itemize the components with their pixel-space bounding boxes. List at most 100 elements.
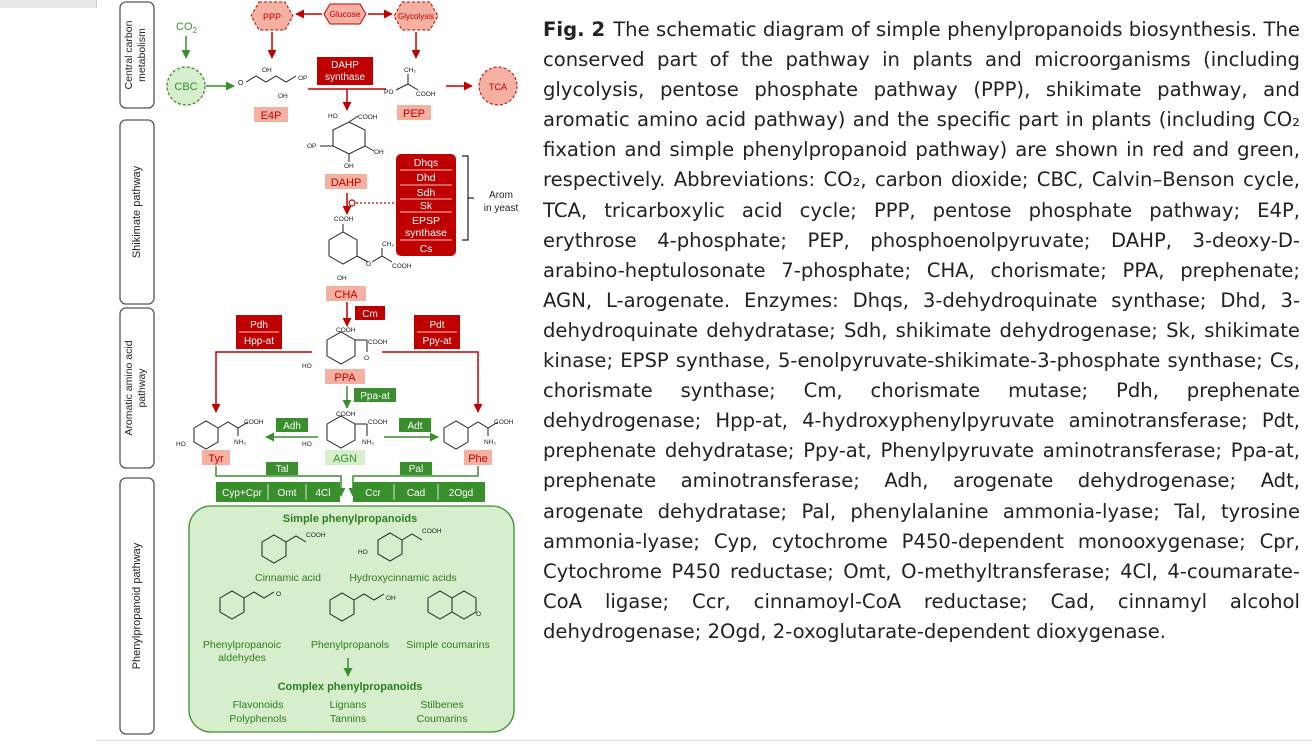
svg-text:Aromatic amino acid: Aromatic amino acid — [123, 340, 135, 435]
enzyme-pdh: Pdh — [250, 320, 268, 331]
complex-lignans: Lignans — [330, 699, 367, 711]
complex-phenylpropanoids-title: Complex phenylpropanoids — [278, 681, 423, 693]
ppa-structure — [326, 331, 368, 365]
svg-text:in yeast: in yeast — [484, 203, 519, 214]
enzyme-4cl: 4Cl — [315, 488, 330, 499]
svg-text:COOH: COOH — [336, 411, 356, 418]
phenylpropanols-label: Phenylpropanols — [311, 639, 389, 651]
svg-text:COOH: COOH — [422, 528, 442, 535]
svg-text:HO: HO — [302, 441, 312, 448]
ppa-label: PPA — [334, 372, 356, 384]
tyr-label: Tyr — [208, 453, 224, 465]
enzyme-pal: Pal — [409, 464, 423, 475]
svg-text:COOH: COOH — [358, 114, 378, 121]
svg-text:O: O — [476, 611, 481, 618]
svg-text:COOH: COOH — [392, 263, 412, 270]
arom-stack: Dhqs Dhd Sdh Sk EPSP synthase Cs — [396, 154, 456, 256]
section-phenylpropanoid: Phenylpropanoid pathway — [119, 477, 155, 735]
svg-text:metabolism: metabolism — [136, 28, 148, 82]
svg-text:OH: OH — [337, 275, 347, 282]
svg-text:NH₂: NH₂ — [234, 439, 246, 446]
glycolysis-node — [393, 1, 439, 31]
complex-tannins: Tannins — [330, 713, 366, 725]
svg-text:COOH: COOH — [336, 327, 356, 334]
svg-text:COOH: COOH — [244, 419, 264, 426]
complex-polyphenols: Polyphenols — [229, 713, 286, 725]
aldehydes-label-1: Phenylpropanoic — [203, 639, 281, 651]
enzyme-adh: Adh — [283, 421, 301, 432]
enzyme-ppa-at: Ppa-at — [360, 391, 390, 402]
svg-text:OP: OP — [307, 143, 316, 150]
svg-text:HO: HO — [328, 113, 338, 120]
top-strip — [0, 0, 97, 8]
co2-label: CO2 — [176, 21, 198, 35]
section-phenylpropanoid-label: Phenylpropanoid pathway — [131, 542, 143, 669]
cbc-label: CBC — [174, 81, 197, 93]
section-shikimate: Shikimate pathway — [119, 119, 155, 305]
cha-structure — [328, 224, 393, 265]
enzyme-tal: Tal — [276, 464, 289, 475]
enzyme-cyp-cpr: Cyp+Cpr — [222, 488, 262, 499]
section-shikimate-label: Shikimate pathway — [131, 165, 143, 258]
caption-text: The schematic diagram of simple phenylpr… — [543, 18, 1300, 643]
enzyme-adt: Adt — [407, 421, 422, 432]
complex-coumarins: Coumarins — [417, 713, 468, 725]
glucose-label: Glucose — [329, 9, 360, 19]
ppp-node — [250, 1, 294, 31]
section-central: Central carbon metabolism — [119, 1, 155, 109]
ppp-label: PPP — [263, 12, 281, 22]
svg-text:HO: HO — [358, 549, 368, 556]
svg-text:COOH: COOH — [334, 216, 354, 223]
glycolysis-label: Glycolysis — [398, 12, 434, 21]
svg-text:PO: PO — [384, 89, 393, 96]
enzyme-cs: Cs — [420, 243, 433, 255]
svg-text:COOH: COOH — [416, 91, 436, 98]
enzyme-ppy-at: Ppy-at — [423, 336, 452, 347]
enzyme-hpp-at: Hpp-at — [244, 336, 274, 347]
svg-text:OH: OH — [262, 67, 272, 74]
tyr-structure — [193, 420, 249, 450]
svg-text:COOH: COOH — [368, 339, 388, 346]
enzyme-2ogd: 2Ogd — [449, 488, 473, 499]
simple-coumarins-label: Simple coumarins — [406, 639, 489, 651]
agn-label: AGN — [333, 453, 357, 465]
svg-text:EPSP: EPSP — [412, 215, 440, 227]
svg-text:O: O — [276, 591, 281, 598]
cinnamic-acid-label: Cinnamic acid — [255, 572, 321, 584]
svg-text:OH: OH — [344, 163, 354, 170]
svg-text:CH₂: CH₂ — [382, 241, 394, 248]
enzyme-dhqs: Dhqs — [414, 157, 439, 169]
svg-text:Arom: Arom — [489, 190, 513, 201]
simple-phenylpropanoids-title: Simple phenylpropanoids — [283, 513, 417, 525]
svg-text:synthase: synthase — [325, 72, 365, 83]
svg-text:OH: OH — [278, 93, 288, 100]
cbc-node — [166, 66, 206, 106]
svg-text:COOH: COOH — [494, 419, 514, 426]
phe-structure — [443, 420, 499, 450]
pep-label: PEP — [403, 108, 425, 120]
svg-text:synthase: synthase — [405, 227, 447, 239]
e4p-label: E4P — [261, 110, 282, 122]
enzyme-ccr: Ccr — [365, 488, 381, 499]
svg-text:DAHP: DAHP — [331, 60, 359, 71]
enzyme-cad: Cad — [407, 488, 425, 499]
svg-text:Central carbon: Central carbon — [123, 20, 135, 89]
pathway-diagram: Central carbon metabolism Shikimate path… — [119, 1, 519, 735]
aldehydes-label-2: aldehydes — [218, 652, 266, 664]
svg-text:HO: HO — [176, 441, 186, 448]
dahp-structure — [320, 115, 375, 162]
svg-text:O: O — [364, 355, 369, 362]
enzyme-cm: Cm — [362, 309, 378, 320]
svg-text:NH₂: NH₂ — [484, 439, 496, 446]
svg-text:HO: HO — [302, 363, 312, 370]
e4p-structure — [245, 75, 297, 83]
glucose-node — [323, 3, 367, 25]
agn-structure — [326, 415, 368, 449]
complex-stilbenes: Stilbenes — [420, 699, 463, 711]
caption-label: Fig. 2 — [543, 18, 606, 41]
svg-text:pathway: pathway — [136, 368, 148, 408]
section-aromatic: Aromatic amino acid pathway — [119, 307, 155, 469]
dahp-synthase-box — [317, 57, 373, 85]
svg-text:O: O — [238, 80, 244, 87]
